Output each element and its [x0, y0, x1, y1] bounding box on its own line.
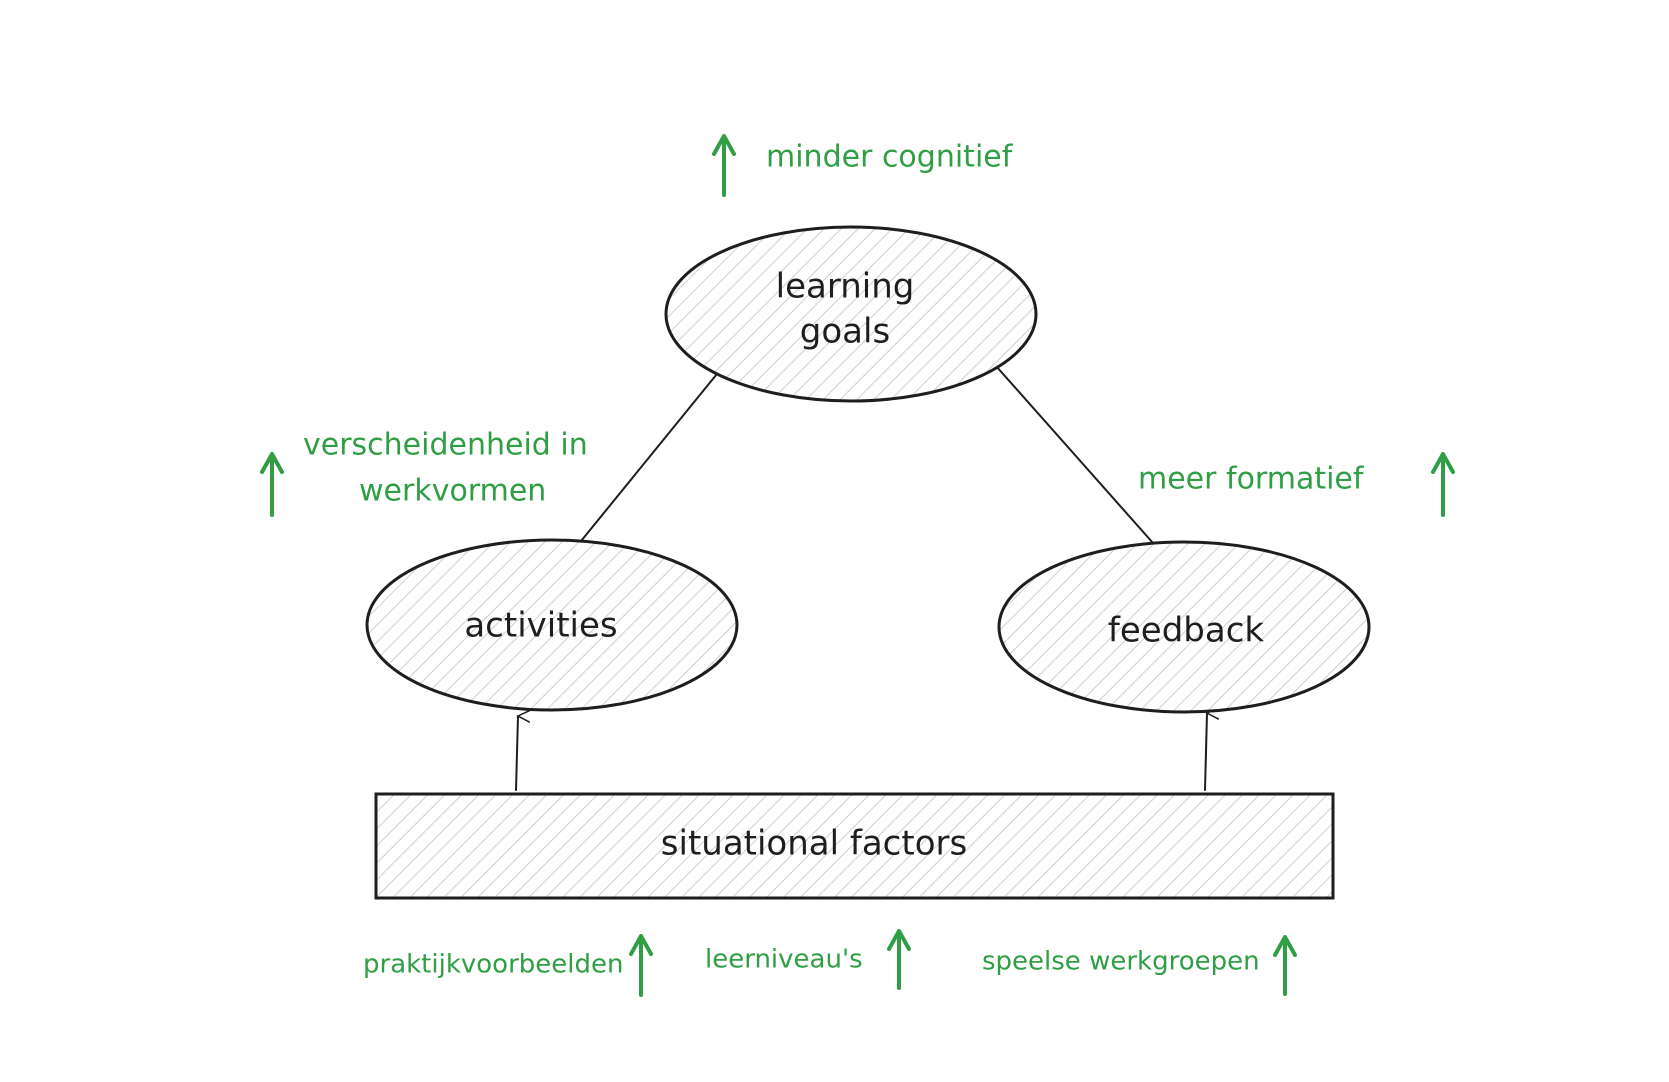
situational-factors-box: [374, 792, 1335, 900]
arrow-factors-to-activities: [515, 716, 518, 791]
node-activities[interactable]: activities: [365, 538, 739, 712]
up-arrow-icon: [260, 452, 284, 517]
learning-goals-ellipse: [664, 225, 1038, 403]
feedback-label: feedback: [1108, 611, 1264, 651]
up-arrow-icon: [1273, 935, 1297, 996]
annotation-meer-formatief-text: meer formatief: [1138, 462, 1365, 497]
annotation-speelse-werkgroepen-text: speelse werkgroepen: [982, 947, 1260, 977]
arrow-factors-to-feedback: [1204, 713, 1207, 791]
learning-goals-label-line1: learning: [776, 267, 915, 307]
annotation-verscheidenheid-line2: werkvormen: [359, 474, 546, 509]
edge-goals-activities: [576, 368, 722, 547]
annotation-leerniveaus-text: leerniveau's: [705, 945, 863, 975]
annotation-meer-formatief: meer formatief: [1138, 452, 1455, 517]
annotation-minder-cognitief-text: minder cognitief: [766, 140, 1014, 175]
annotation-speelse-werkgroepen: speelse werkgroepen: [982, 935, 1297, 996]
annotation-verscheidenheid-line1: verscheidenheid in: [303, 428, 588, 463]
node-learning-goals[interactable]: learning goals: [664, 225, 1038, 403]
node-situational-factors[interactable]: situational factors: [374, 792, 1335, 900]
learning-goals-label-line2: goals: [800, 312, 890, 352]
up-arrow-icon: [1431, 452, 1455, 517]
activities-ellipse: [365, 538, 739, 712]
annotation-leerniveaus: leerniveau's: [705, 929, 911, 990]
activities-label: activities: [464, 606, 617, 646]
up-arrow-icon: [887, 929, 911, 990]
situational-factors-label: situational factors: [661, 824, 967, 864]
up-arrow-icon: [629, 934, 653, 997]
annotation-praktijkvoorbeelden: praktijkvoorbeelden: [363, 934, 653, 997]
annotation-minder-cognitief: minder cognitief: [712, 134, 1014, 197]
feedback-ellipse: [997, 540, 1371, 714]
annotation-praktijkvoorbeelden-text: praktijkvoorbeelden: [363, 950, 623, 980]
edge-goals-feedback: [995, 365, 1154, 544]
up-arrow-icon: [712, 134, 736, 197]
annotation-verscheidenheid: verscheidenheid in werkvormen: [260, 428, 588, 517]
node-feedback[interactable]: feedback: [997, 540, 1371, 714]
